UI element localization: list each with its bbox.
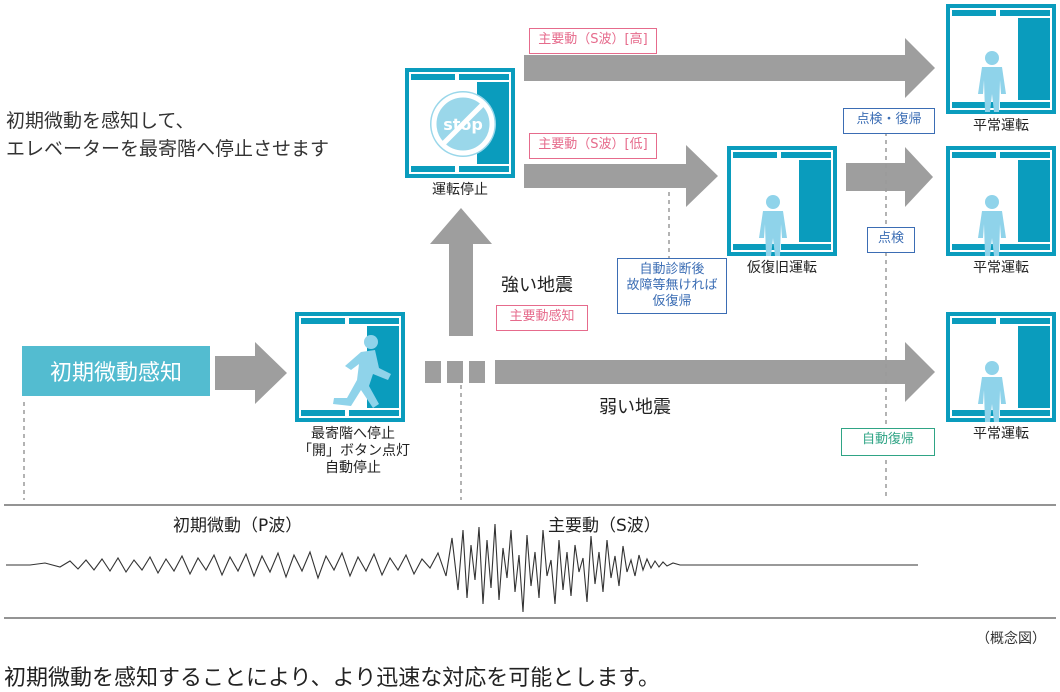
elevator-normal-top: [946, 4, 1056, 114]
arrow-stop-to-temp: [524, 145, 718, 207]
footer-text: 初期微動を感知することにより、より迅速な対応を可能とします。: [4, 666, 661, 691]
elevator-first-stop: [295, 312, 405, 422]
elevator-normal-mid: [946, 146, 1056, 256]
arrow-dash-1: [425, 361, 441, 383]
arrow-detect-to-stop: [215, 342, 287, 404]
tag-main-motion-high: 主要動（S波）[高]: [529, 28, 657, 54]
tag-main-motion-detect: 主要動感知: [496, 305, 588, 331]
first-stop-caption-line1: 最寄階へ停止: [311, 426, 395, 442]
arrow-temp-to-normal: [846, 147, 933, 207]
elevator-temp-restore: [727, 146, 837, 256]
stop-caption: 運転停止: [432, 182, 488, 198]
elevator-normal-bottom: [946, 312, 1056, 422]
first-stop-caption: 最寄階へ停止 「開」ボタン点灯 自動停止: [298, 426, 410, 477]
tag-auto-restore: 自動復帰: [841, 428, 935, 456]
arrow-stop-to-normal-high: [524, 38, 935, 98]
arrow-dash-3: [469, 361, 485, 383]
normal-caption-top: 平常運転: [973, 118, 1029, 134]
arrow-dash-2: [447, 361, 463, 383]
weak-quake-label: 弱い地震: [599, 397, 671, 418]
tag-inspect-restore: 点検・復帰: [843, 108, 935, 134]
lead-text-line2: エレベーターを最寄階へ停止させます: [6, 138, 330, 160]
stop-icon: stop: [430, 91, 496, 157]
first-stop-caption-line3: 自動停止: [325, 460, 381, 476]
concept-note: （概念図）: [976, 631, 1046, 647]
normal-caption-bottom: 平常運転: [973, 426, 1029, 442]
normal-caption-mid: 平常運転: [973, 260, 1029, 276]
stop-icon-text: stop: [443, 115, 483, 134]
initial-detection-box: 初期微動感知: [22, 346, 210, 396]
lead-text-line1: 初期微動を感知して、: [6, 110, 195, 132]
temp-restore-caption: 仮復旧運転: [747, 260, 817, 276]
arrow-weak-to-normal: [495, 342, 935, 402]
tag-auto-diagnosis-line1: 自動診断後: [639, 262, 705, 277]
flow-arrows: [215, 38, 935, 404]
seismic-waveform: [6, 523, 918, 613]
running-person-icon: [333, 335, 391, 408]
tag-auto-diagnosis-line3: 仮復帰: [652, 294, 692, 309]
tag-auto-diagnosis: 自動診断後 故障等無ければ 仮復帰: [617, 258, 727, 314]
strong-quake-label: 強い地震: [501, 275, 573, 296]
tag-auto-diagnosis-line2: 故障等無ければ: [626, 278, 718, 293]
tag-inspect: 点検: [867, 227, 915, 253]
s-wave-label: 主要動（S波）: [548, 516, 661, 536]
first-stop-caption-line2: 「開」ボタン点灯: [298, 443, 410, 459]
p-wave-label: 初期微動（P波）: [173, 516, 303, 536]
tag-main-motion-low: 主要動（S波）[低]: [529, 133, 657, 159]
elevator-stopped: stop: [405, 68, 515, 178]
arrow-strong-up: [430, 208, 492, 336]
guide-lines: [23, 108, 887, 500]
